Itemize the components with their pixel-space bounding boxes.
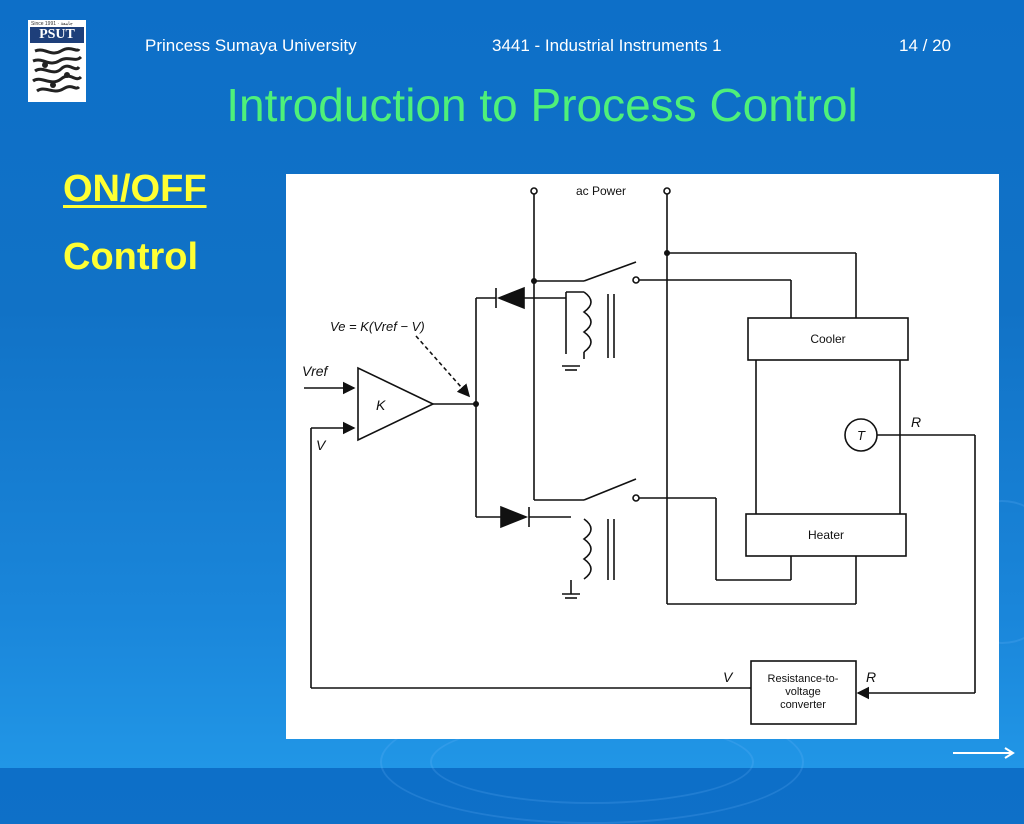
next-slide-arrow-icon[interactable]	[953, 747, 1015, 759]
upper-diode	[496, 286, 525, 310]
converter-label-3: converter	[780, 699, 826, 711]
logo-emblem-icon	[31, 45, 83, 99]
ac-power-label: ac Power	[576, 184, 626, 198]
logo-abbr: PSUT	[30, 27, 84, 43]
gain-label: K	[376, 397, 386, 413]
converter-v-label: V	[723, 669, 734, 685]
error-arrow	[415, 335, 471, 398]
lower-relay-coil	[582, 518, 592, 580]
control-label: Control	[63, 236, 199, 278]
cooler-label: Cooler	[810, 332, 845, 346]
converter-label-1: Resistance-to-	[768, 673, 839, 685]
slide-title: Introduction to Process Control	[226, 79, 858, 131]
sensor-label: T	[857, 428, 866, 443]
v-feedback-label: V	[316, 437, 327, 453]
cooler-box	[747, 317, 909, 361]
ac-terminal-right	[663, 187, 671, 195]
header-university: Princess Sumaya University	[145, 36, 357, 55]
heater-label: Heater	[808, 528, 844, 542]
psut-logo: Since 1991 · جامعة PSUT	[28, 20, 86, 102]
on-off-control-diagram: ac Power Ve = K(Vref − V) Vref V K Coole…	[286, 174, 999, 739]
converter-label-2: voltage	[785, 686, 820, 698]
heater-box	[745, 513, 907, 557]
logo-since-text: Since 1991 · جامعة	[31, 21, 73, 27]
converter-r-label: R	[866, 669, 876, 685]
vref-label: Vref	[302, 363, 330, 379]
error-equation: Ve = K(Vref − V)	[330, 319, 425, 334]
converter-box	[750, 660, 857, 725]
r-output-label: R	[911, 414, 921, 430]
diagram-svg: ac Power Ve = K(Vref − V) Vref V K Coole…	[302, 184, 976, 725]
lower-diode	[500, 505, 529, 529]
amplifier-triangle	[357, 366, 435, 442]
upper-relay-coil	[582, 291, 592, 353]
ac-terminal-left	[530, 187, 538, 195]
header-course: 3441 - Industrial Instruments 1	[492, 36, 722, 55]
header-page-number: 14 / 20	[899, 36, 951, 55]
on-off-label: ON/OFF	[63, 168, 207, 210]
